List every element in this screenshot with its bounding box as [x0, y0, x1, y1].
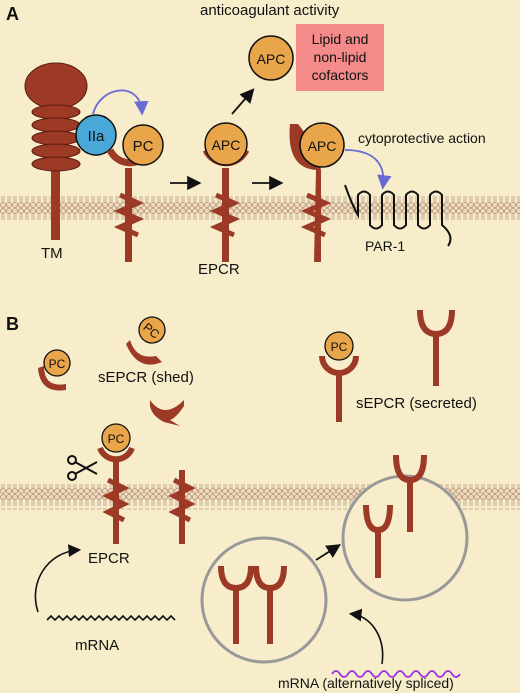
thrombin-circle — [75, 114, 117, 156]
activation-arrow — [92, 89, 149, 116]
secreted-sepcr — [417, 309, 455, 386]
apc-free-label: APC — [257, 51, 286, 67]
apc-free-circle — [248, 35, 294, 81]
mrna-label: mRNA — [75, 637, 119, 654]
vesicle-fusing — [341, 454, 469, 602]
pc-label-b: PC — [108, 432, 125, 446]
anticoagulant-label: anticoagulant activity — [200, 2, 340, 19]
pc-circle-b — [101, 423, 131, 453]
cofactor-box — [296, 24, 384, 91]
par1-receptor — [344, 184, 452, 247]
svg-text:PC: PC — [331, 340, 348, 354]
panel-a-label: A — [6, 4, 19, 24]
shed-sepcr-2: PC — [126, 316, 166, 365]
thrombin-label: IIa — [88, 128, 105, 145]
epcr-label-b: EPCR — [88, 550, 130, 567]
shed-sepcr-1: PC — [38, 349, 71, 391]
vesicle — [200, 536, 328, 664]
shed-label: sEPCR (shed) — [98, 369, 194, 386]
cytoprotective-arrow — [344, 149, 392, 190]
panel-b-label: B — [6, 314, 19, 334]
apc-circle-2 — [204, 122, 248, 166]
cofactor-line1: Lipid and — [312, 31, 369, 47]
mrna-alt-arrow — [348, 608, 384, 665]
cofactor-line2: non-lipid — [314, 49, 367, 65]
apc-label-3: APC — [308, 138, 337, 154]
thrombomodulin — [24, 62, 88, 240]
shed-sepcr-3 — [150, 400, 184, 426]
membrane-a — [0, 196, 520, 222]
cofactor-line3: cofactors — [312, 67, 369, 83]
secreted-label: sEPCR (secreted) — [356, 395, 477, 412]
secreted-sepcr-pc: PC — [319, 331, 359, 422]
mrna-strand — [46, 614, 176, 622]
vesicle-arrow — [315, 544, 342, 561]
apc-label-2: APC — [212, 137, 241, 153]
svg-text:PC: PC — [49, 357, 66, 371]
pc-label: PC — [133, 138, 154, 155]
epcr-receptor-b — [97, 446, 135, 544]
release-arrow — [231, 88, 255, 115]
mrna-alt-strand — [331, 670, 461, 678]
mrna-arrow — [34, 544, 82, 613]
par1-label: PAR-1 — [365, 238, 405, 254]
mrna-alt-label: mRNA (alternatively spliced) — [278, 675, 454, 691]
scissors-icon — [67, 455, 98, 481]
epcr-label-a: EPCR — [198, 261, 240, 278]
tm-label: TM — [41, 245, 63, 262]
cleaved-epcr — [168, 470, 196, 544]
pc-circle — [122, 124, 164, 166]
apc-circle-3 — [299, 122, 345, 168]
cytoprotective-label: cytoprotective action — [358, 130, 486, 146]
